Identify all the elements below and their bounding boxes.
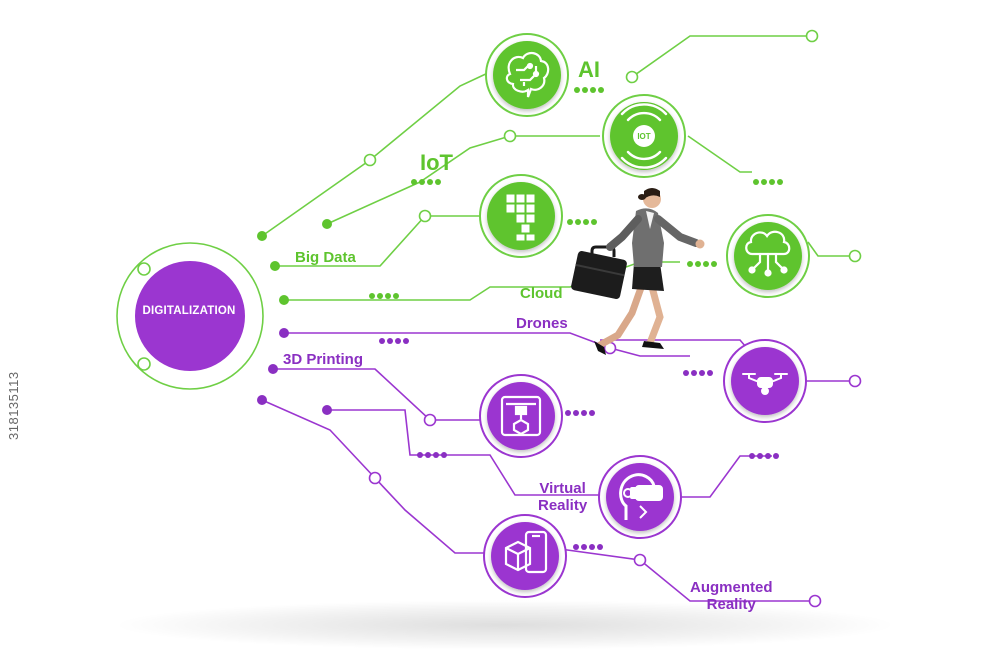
floor-shadow: [110, 600, 900, 650]
drone-icon: [742, 373, 788, 395]
node-augmented-reality[interactable]: [483, 514, 567, 598]
label-augmented-reality-line2: Reality: [706, 596, 756, 614]
label-3d-printing: 3D Printing: [283, 351, 364, 368]
label-virtual-reality-line1: Virtual: [539, 480, 586, 497]
connector-vr-in: [327, 409, 600, 496]
label-virtual-reality: Virtual Reality: [538, 480, 587, 515]
brain-circuit-icon: [505, 51, 550, 98]
connector-ar-right: [559, 548, 815, 602]
connector-ai-right: [631, 35, 812, 78]
ar-phone-icon: [504, 530, 548, 574]
label-augmented-reality: Augmented Reality: [690, 579, 773, 614]
node-iot[interactable]: IOT: [602, 94, 686, 178]
briefcase-icon: [571, 245, 627, 300]
3d-printer-icon: [500, 395, 542, 437]
node-big-data[interactable]: [479, 174, 563, 258]
filled-green-endpoints: [257, 219, 332, 305]
stock-id: 318135113: [6, 371, 21, 440]
digitalization-hub: [116, 242, 264, 390]
data-blocks-icon: [505, 193, 536, 242]
label-iot: IoT: [420, 150, 453, 175]
connector-cloud-right: [807, 241, 855, 257]
connector-3dprinting: [273, 368, 482, 421]
purple-connectors: [261, 332, 855, 602]
connector-bigdata: [275, 215, 482, 267]
filled-purple-endpoints: [257, 328, 332, 415]
cloud-network-icon: [745, 230, 791, 277]
node-3d-printing[interactable]: [479, 374, 563, 458]
green-dot-rows: [369, 87, 783, 299]
businesswoman-figure: [571, 188, 705, 355]
iot-wireless-icon: [620, 103, 668, 169]
node-virtual-reality[interactable]: [598, 455, 682, 539]
label-cloud: Cloud: [520, 285, 563, 302]
node-cloud[interactable]: [726, 214, 810, 298]
open-green-endpoints: [363, 29, 862, 263]
connector-ar: [261, 399, 490, 554]
connector-iot-right: [687, 135, 752, 173]
label-big-data: Big Data: [295, 249, 356, 266]
node-ai[interactable]: [485, 33, 569, 117]
connector-iot: [326, 135, 600, 225]
connector-vr-right: [680, 455, 772, 498]
label-drones: Drones: [516, 315, 568, 332]
hub-label: DIGITALIZATION: [142, 305, 236, 317]
label-virtual-reality-line2: Reality: [538, 497, 588, 515]
vr-headset-icon: [619, 473, 663, 520]
node-drones[interactable]: [723, 339, 807, 423]
iot-badge-text: IOT: [637, 132, 650, 141]
label-ai: AI: [578, 57, 600, 82]
label-augmented-reality-line1: Augmented: [690, 579, 773, 596]
purple-dot-rows: [379, 338, 779, 550]
connector-ai: [261, 71, 491, 237]
open-purple-endpoints: [368, 341, 862, 608]
